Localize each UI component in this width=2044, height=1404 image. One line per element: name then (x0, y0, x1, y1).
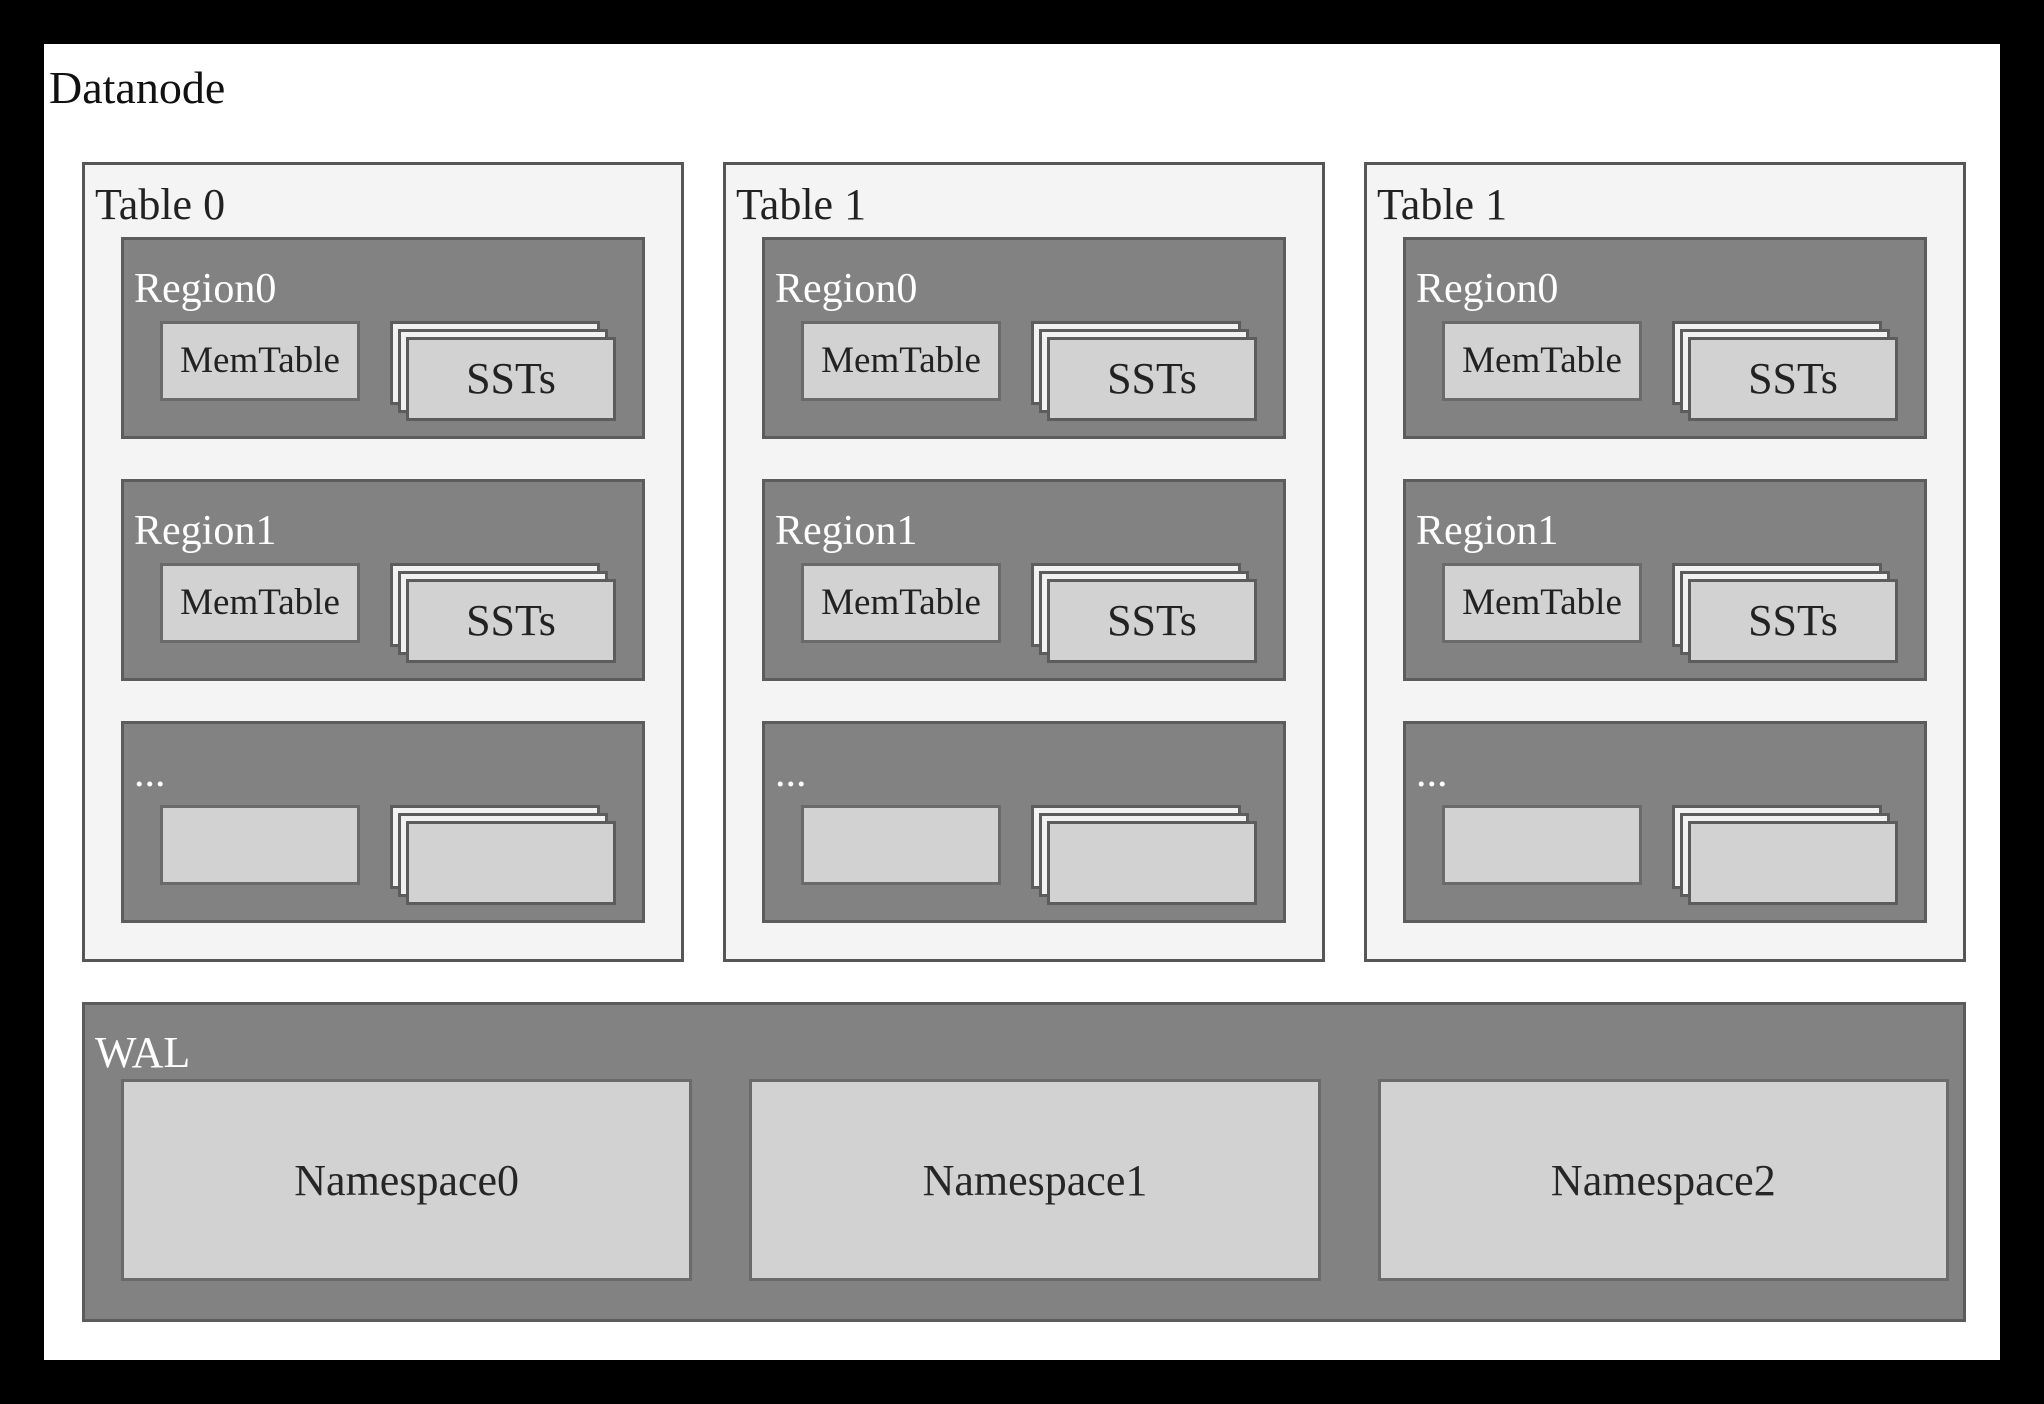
ssts-box: SSTs (1047, 336, 1257, 421)
region-box-row: MemTable SSTs (801, 562, 1257, 663)
region-label: Region0 (134, 266, 277, 313)
memtable-box: MemTable (1442, 320, 1642, 401)
ssts-box (1047, 820, 1257, 905)
ssts-stack: SSTs (390, 562, 616, 663)
memtable-box: MemTable (801, 320, 1001, 401)
ssts-box: SSTs (1047, 578, 1257, 663)
region-box: Region0 MemTable SSTs (1403, 237, 1927, 440)
ssts-stack: SSTs (1031, 562, 1257, 663)
namespace-box: Namespace2 (1377, 1079, 1949, 1282)
tables-row: Table 0 Region0 MemTable SSTs Region1 (82, 162, 1966, 962)
region-box-row (1442, 804, 1898, 905)
region-label: Region0 (1416, 266, 1559, 313)
ssts-stack (1031, 804, 1257, 905)
ssts-stack: SSTs (390, 320, 616, 421)
region-box-row: MemTable SSTs (160, 562, 616, 663)
region-box-row: MemTable SSTs (801, 320, 1257, 421)
region-box-row: MemTable SSTs (160, 320, 616, 421)
region-box-row: MemTable SSTs (1442, 562, 1898, 663)
ssts-stack: SSTs (1031, 320, 1257, 421)
region-box-ellipsis: ... (121, 721, 645, 924)
memtable-box: MemTable (1442, 562, 1642, 643)
region-box: Region0 MemTable SSTs (762, 237, 1286, 440)
wal-namespaces-row: Namespace0 Namespace1 Namespace2 (121, 1079, 1949, 1282)
wal-label: WAL (95, 1028, 191, 1077)
namespace-box: Namespace0 (121, 1079, 693, 1282)
region-box: Region0 MemTable SSTs (121, 237, 645, 440)
region-box-row (801, 804, 1257, 905)
region-label: Region1 (1416, 508, 1559, 555)
memtable-box (160, 804, 360, 885)
namespace-box: Namespace1 (749, 1079, 1321, 1282)
memtable-box (801, 804, 1001, 885)
region-label: ... (775, 750, 807, 797)
region-label: Region1 (134, 508, 277, 555)
ssts-box: SSTs (1688, 336, 1898, 421)
region-box: Region1 MemTable SSTs (762, 479, 1286, 682)
region-label: ... (134, 750, 166, 797)
table-panel-2: Table 1 Region0 MemTable SSTs Region1 (1364, 162, 1966, 962)
memtable-box: MemTable (160, 562, 360, 643)
region-box-row: MemTable SSTs (1442, 320, 1898, 421)
ssts-box (406, 820, 616, 905)
page-title: Datanode (49, 62, 226, 113)
region-label: ... (1416, 750, 1448, 797)
region-box: Region1 MemTable SSTs (1403, 479, 1927, 682)
region-label: Region1 (775, 508, 918, 555)
memtable-box: MemTable (801, 562, 1001, 643)
datanode-diagram: Datanode Table 0 Region0 MemTable SSTs (44, 44, 2000, 1360)
ssts-box: SSTs (1688, 578, 1898, 663)
ssts-box: SSTs (406, 578, 616, 663)
table-panel-1: Table 1 Region0 MemTable SSTs Region1 (723, 162, 1325, 962)
ssts-stack: SSTs (1672, 562, 1898, 663)
region-box: Region1 MemTable SSTs (121, 479, 645, 682)
region-box-ellipsis: ... (1403, 721, 1927, 924)
region-label: Region0 (775, 266, 918, 313)
table-title: Table 0 (95, 180, 226, 229)
table-title: Table 1 (1377, 180, 1508, 229)
wal-box: WAL Namespace0 Namespace1 Namespace2 (82, 1002, 1966, 1322)
table-panel-0: Table 0 Region0 MemTable SSTs Region1 (82, 162, 684, 962)
ssts-box (1688, 820, 1898, 905)
memtable-box: MemTable (160, 320, 360, 401)
ssts-stack (1672, 804, 1898, 905)
ssts-box: SSTs (406, 336, 616, 421)
region-box-ellipsis: ... (762, 721, 1286, 924)
memtable-box (1442, 804, 1642, 885)
ssts-stack (390, 804, 616, 905)
ssts-stack: SSTs (1672, 320, 1898, 421)
table-title: Table 1 (736, 180, 867, 229)
region-box-row (160, 804, 616, 905)
